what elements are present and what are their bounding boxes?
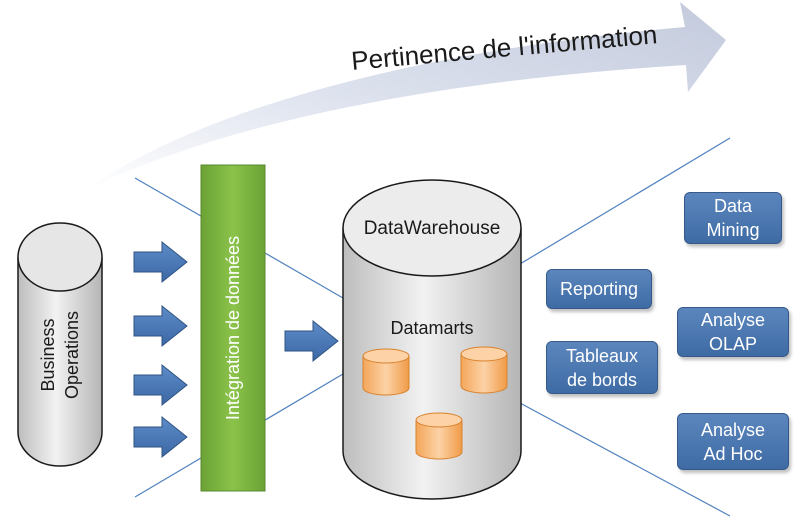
input-arrows: [133, 240, 188, 459]
analyse-olap-box: Analyse OLAP: [677, 307, 789, 357]
datamart-icon: [362, 348, 410, 396]
input-arrow-2: [133, 304, 188, 348]
reporting-box: Reporting: [546, 269, 652, 309]
relevance-arrow: [86, 2, 726, 190]
datawarehouse-title: DataWarehouse: [363, 218, 501, 239]
integration-label: Intégration de données: [223, 235, 243, 421]
integration-bar: [200, 164, 266, 492]
funnel-line-top-right: [519, 137, 731, 265]
data-mining-box: Data Mining: [684, 192, 782, 244]
warehouse-input-arrow: [284, 319, 339, 363]
analyse-ad-hoc-box: Analyse Ad Hoc: [677, 413, 789, 470]
business-operations-cylinder: [17, 222, 103, 467]
datamart-icon: [460, 346, 508, 394]
input-arrow-4: [133, 415, 188, 459]
tableaux-de-bords-box: Tableaux de bords: [546, 341, 658, 394]
datamart-icon: [415, 412, 463, 460]
funnel-line-bottom-right: [519, 402, 731, 517]
datamarts-label: Datamarts: [390, 318, 474, 338]
business-operations-label: Business Operations: [38, 310, 82, 400]
input-arrow-3: [133, 363, 188, 407]
input-arrow-1: [133, 240, 188, 284]
